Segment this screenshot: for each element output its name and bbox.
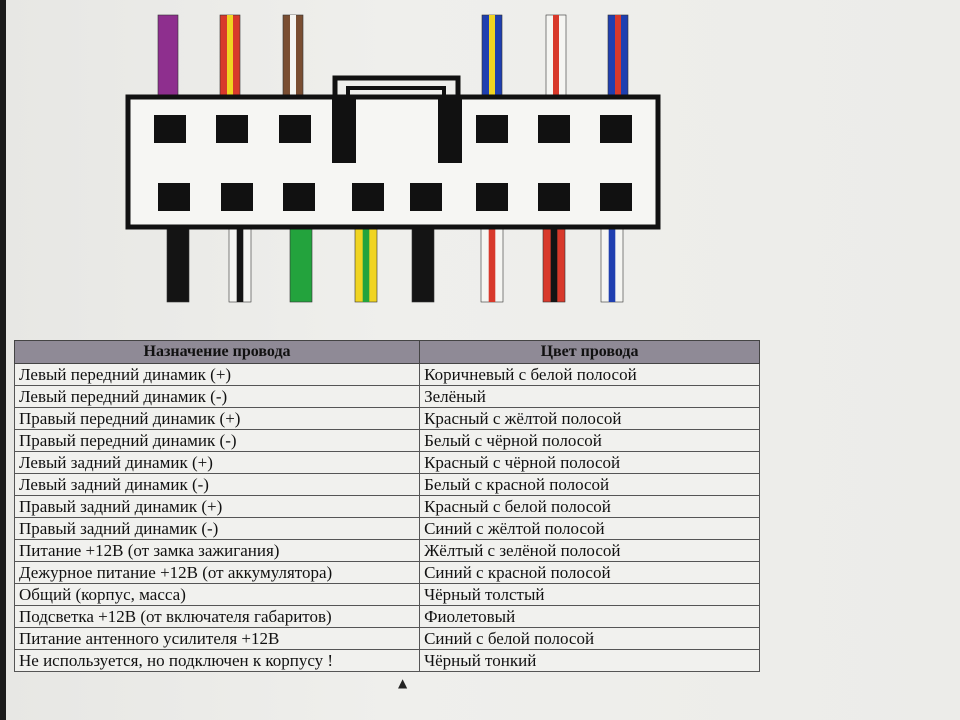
wire-color-cell: Жёлтый с зелёной полосой <box>419 539 760 562</box>
bottom-pin-6 <box>476 183 508 211</box>
bottom-pin-5 <box>410 183 442 211</box>
table-row: Правый задний динамик (+)Красный с белой… <box>13 495 760 518</box>
bottom-wire-8-stripe <box>608 227 616 302</box>
wire-table-container: Назначение провода Цвет провода Левый пе… <box>13 340 760 672</box>
bottom-pin-2 <box>221 183 253 211</box>
wire-color-cell: Фиолетовый <box>419 605 760 628</box>
table-row: Подсветка +12В (от включателя габаритов)… <box>13 605 760 628</box>
wire-purpose-cell: Левый передний динамик (+) <box>13 363 421 386</box>
wire-color-cell: Синий с красной полосой <box>419 561 760 584</box>
bottom-wire-5 <box>411 226 435 303</box>
mouse-cursor-icon: ▲ <box>398 676 408 690</box>
table-row: Левый передний динамик (+)Коричневый с б… <box>13 363 760 386</box>
header-color: Цвет провода <box>419 340 760 364</box>
wire-purpose-cell: Дежурное питание +12В (от аккумулятора) <box>13 561 421 584</box>
wire-assignment-table: Назначение провода Цвет провода Левый пе… <box>13 340 760 672</box>
wire-purpose-cell: Подсветка +12В (от включателя габаритов) <box>13 605 421 628</box>
connector-body <box>125 94 661 230</box>
latch-slot-right <box>438 97 462 163</box>
connector-latch <box>332 75 461 97</box>
top-wires-group <box>157 14 629 98</box>
bottom-wire-4-stripe <box>362 227 370 302</box>
wire-color-cell: Коричневый с белой полосой <box>419 363 760 386</box>
connector-latch-inner <box>346 86 446 97</box>
table-header-row: Назначение провода Цвет провода <box>13 340 760 364</box>
bottom-pin-8 <box>600 183 632 211</box>
bottom-wire-1 <box>166 226 190 303</box>
wire-color-cell: Белый с чёрной полосой <box>419 429 760 452</box>
wire-color-cell: Красный с чёрной полосой <box>419 451 760 474</box>
top-wire-6-stripe <box>615 15 621 97</box>
table-row: Левый задний динамик (-)Белый с красной … <box>13 473 760 496</box>
bottom-wire-7-stripe <box>550 227 558 302</box>
table-row: Правый передний динамик (-)Белый с чёрно… <box>13 429 760 452</box>
top-wire-2-stripe <box>227 15 233 97</box>
wire-purpose-cell: Правый передний динамик (-) <box>13 429 421 452</box>
top-wire-1 <box>157 14 179 98</box>
wire-purpose-cell: Не используется, но подключен к корпусу … <box>13 649 421 672</box>
wire-purpose-cell: Правый передний динамик (+) <box>13 407 421 430</box>
top-pin-1 <box>154 115 186 143</box>
wire-color-cell: Зелёный <box>419 385 760 408</box>
connector-pins <box>154 115 632 211</box>
top-pin-6 <box>600 115 632 143</box>
wire-purpose-cell: Левый задний динамик (+) <box>13 451 421 474</box>
wire-color-cell: Синий с жёлтой полосой <box>419 517 760 540</box>
wire-color-cell: Белый с красной полосой <box>419 473 760 496</box>
wire-purpose-cell: Питание антенного усилителя +12В <box>13 627 421 650</box>
header-purpose: Назначение провода <box>13 340 421 364</box>
top-wire-5-stripe <box>553 15 559 97</box>
table-row: Правый передний динамик (+)Красный с жёл… <box>13 407 760 430</box>
top-wire-3-stripe <box>290 15 296 97</box>
wire-purpose-cell: Правый задний динамик (+) <box>13 495 421 518</box>
wire-purpose-cell: Питание +12В (от замка зажигания) <box>13 539 421 562</box>
top-pin-3 <box>279 115 311 143</box>
top-wire-4-stripe <box>489 15 495 97</box>
bottom-wire-2-stripe <box>236 227 244 302</box>
document-page: Назначение провода Цвет провода Левый пе… <box>6 0 960 720</box>
wire-color-cell: Красный с жёлтой полосой <box>419 407 760 430</box>
wire-purpose-cell: Общий (корпус, масса) <box>13 583 421 606</box>
wire-color-cell: Чёрный толстый <box>419 583 760 606</box>
wire-purpose-cell: Левый задний динамик (-) <box>13 473 421 496</box>
latch-slot-left <box>332 97 356 163</box>
table-row: Не используется, но подключен к корпусу … <box>13 649 760 672</box>
wire-color-cell: Чёрный тонкий <box>419 649 760 672</box>
top-pin-2 <box>216 115 248 143</box>
wire-purpose-cell: Левый передний динамик (-) <box>13 385 421 408</box>
bottom-pin-3 <box>283 183 315 211</box>
bottom-pin-1 <box>158 183 190 211</box>
table-row: Правый задний динамик (-)Синий с жёлтой … <box>13 517 760 540</box>
bottom-wire-3 <box>289 226 313 303</box>
wire-color-cell: Красный с белой полосой <box>419 495 760 518</box>
bottom-wire-6-stripe <box>488 227 496 302</box>
bottom-pin-7 <box>538 183 570 211</box>
table-row: Левый передний динамик (-)Зелёный <box>13 385 760 408</box>
bottom-pin-4 <box>352 183 384 211</box>
table-row: Питание +12В (от замка зажигания)Жёлтый … <box>13 539 760 562</box>
wire-purpose-cell: Правый задний динамик (-) <box>13 517 421 540</box>
table-row: Дежурное питание +12В (от аккумулятора)С… <box>13 561 760 584</box>
wire-color-cell: Синий с белой полосой <box>419 627 760 650</box>
table-row: Общий (корпус, масса)Чёрный толстый <box>13 583 760 606</box>
connector-diagram <box>125 14 661 303</box>
top-pin-4 <box>476 115 508 143</box>
bottom-wires-group <box>166 226 624 303</box>
table-row: Левый задний динамик (+)Красный с чёрной… <box>13 451 760 474</box>
top-pin-5 <box>538 115 570 143</box>
